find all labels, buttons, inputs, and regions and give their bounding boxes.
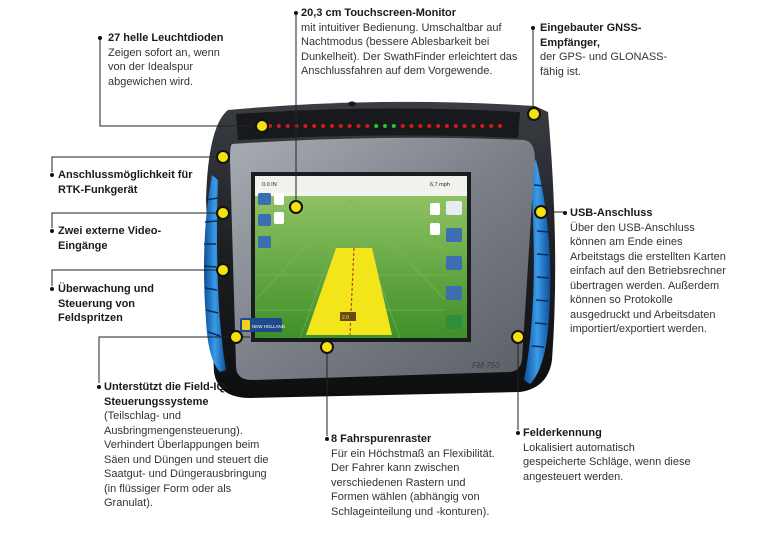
bullet-leds — [98, 36, 102, 40]
svg-text:NEW HOLLAND: NEW HOLLAND — [252, 324, 286, 329]
callout-field: Felderkennung Lokalisiert automatisch ge… — [523, 427, 691, 483]
connector-lines — [51, 12, 565, 436]
led — [462, 124, 467, 128]
callout-markers — [216, 107, 548, 354]
screen-marker: 2.0 — [342, 315, 349, 321]
callout-leds: 27 helle Leuchtdioden Zeigen sofort an, … — [108, 32, 224, 88]
led — [418, 124, 423, 128]
led — [329, 124, 334, 128]
led — [268, 124, 272, 128]
led — [285, 124, 290, 128]
callout-rtk: Anschlussmöglichkeit für RTK-Funkgerät — [58, 169, 193, 196]
screen-speed: 6,7 mph — [430, 182, 450, 188]
led — [427, 124, 432, 128]
led — [453, 124, 458, 128]
led — [498, 124, 502, 128]
led — [347, 124, 352, 128]
marker-usb — [534, 205, 548, 219]
led — [383, 124, 387, 128]
marker-grid — [320, 340, 334, 354]
led — [489, 124, 494, 128]
screen-left-buttons[interactable] — [258, 193, 284, 248]
marker-rtk — [216, 150, 230, 164]
bullet-rtk — [50, 173, 54, 177]
led — [480, 124, 485, 128]
marker-video — [216, 206, 230, 220]
callout-grid: 8 Fahrspurenraster Für ein Höchstmaß an … — [331, 433, 495, 518]
bullet-touchscreen — [294, 11, 298, 15]
vehicle-marker — [340, 312, 356, 321]
led — [391, 124, 396, 128]
marker-fieldiq — [229, 330, 243, 344]
callout-gnss: Eingebauter GNSS-Empfänger, der GPS- und… — [540, 22, 668, 78]
marker-field — [511, 330, 525, 344]
led — [303, 124, 308, 128]
led — [338, 124, 343, 128]
callout-usb: USB-Anschluss Über den USB-Anschluss kön… — [570, 207, 726, 335]
bullet-spray — [50, 287, 54, 291]
brand-logo: NEW HOLLAND — [240, 318, 286, 332]
led — [365, 124, 370, 128]
antenna — [348, 101, 356, 107]
screen-heading: 0.0 IN — [262, 182, 277, 188]
led — [471, 124, 476, 128]
bullet-grid — [325, 437, 329, 441]
led — [312, 124, 317, 128]
bullet-fieldiq — [97, 385, 101, 389]
led — [436, 124, 441, 128]
led — [356, 124, 361, 128]
marker-spray — [216, 263, 230, 277]
marker-leds — [255, 119, 269, 133]
callout-video: Zwei externe Video-Eingänge — [58, 225, 162, 252]
callout-fieldiq: Unterstützt die Field-IQ-Steuerungssyste… — [104, 381, 269, 509]
led — [444, 124, 449, 128]
led — [276, 124, 281, 128]
touchscreen[interactable]: 6,7 mph 0.0 IN 2.0 — [251, 172, 471, 342]
marker-touchscreen — [289, 200, 303, 214]
bullet-video — [50, 229, 54, 233]
callout-spray: Überwachung und Steuerung von Feldspritz… — [58, 283, 154, 324]
bullet-field — [516, 431, 520, 435]
led — [321, 124, 326, 128]
screen-right-buttons[interactable] — [430, 201, 462, 329]
model-label: FM-750 — [472, 361, 500, 370]
bullet-usb — [563, 211, 567, 215]
led — [400, 124, 405, 128]
marker-gnss — [527, 107, 541, 121]
bullet-gnss — [531, 26, 535, 30]
led — [409, 124, 414, 128]
callout-touchscreen: 20,3 cm Touchscreen-Monitor mit intuitiv… — [301, 7, 518, 77]
led — [374, 124, 379, 128]
led-lightbar — [268, 124, 502, 128]
